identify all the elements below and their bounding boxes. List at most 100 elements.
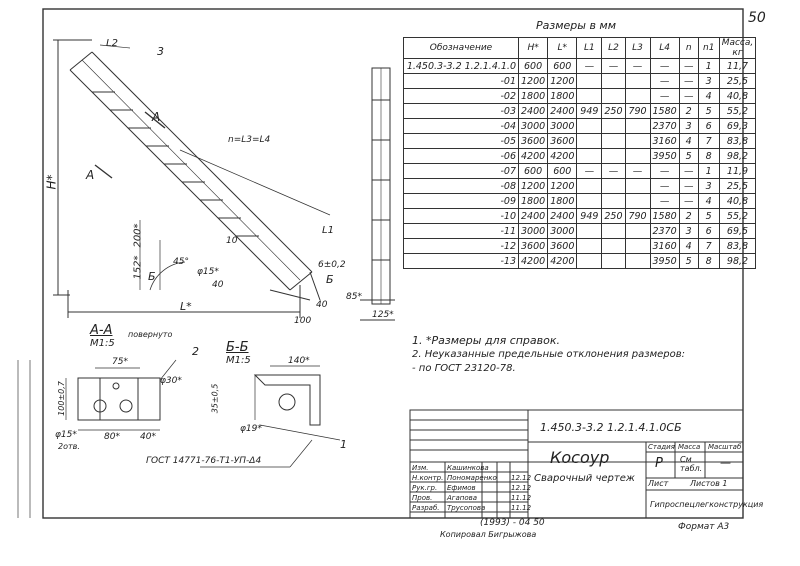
section-mark-a-top: A bbox=[152, 110, 161, 124]
section-aa-scale: М1:5 bbox=[90, 338, 115, 349]
table-cell bbox=[576, 178, 603, 194]
table-cell: 3600 bbox=[547, 133, 578, 149]
table-cell: 98,2 bbox=[718, 253, 757, 269]
table-cell: 2400 bbox=[547, 208, 578, 224]
table-cell: — bbox=[649, 178, 680, 194]
table-cell: 55,2 bbox=[718, 208, 757, 224]
table-cell: 83,8 bbox=[718, 238, 757, 254]
table-cell: 5 bbox=[697, 208, 720, 224]
table-cell: 3950 bbox=[649, 148, 680, 164]
table-cell: 40,8 bbox=[718, 193, 757, 209]
table-cell: 4200 bbox=[547, 148, 578, 164]
table-cell: 790 bbox=[624, 103, 651, 119]
table-cell: 3000 bbox=[547, 118, 578, 134]
table-cell bbox=[576, 118, 603, 134]
table-cell: 40,8 bbox=[718, 88, 757, 104]
section-bb-d19: φ19* bbox=[240, 424, 262, 434]
table-header-cell: L* bbox=[547, 37, 578, 59]
doc-name: Косоур bbox=[550, 448, 610, 467]
table-cell: 4 bbox=[697, 88, 720, 104]
table-cell: 1800 bbox=[517, 193, 549, 209]
table-cell: 949 bbox=[576, 208, 603, 224]
sheet-format: Формат А3 bbox=[678, 522, 730, 532]
table-cell: 949 bbox=[576, 103, 603, 119]
note-2: 2. Неуказанные предельные отклонения раз… bbox=[412, 349, 686, 360]
table-cell: 600 bbox=[517, 163, 549, 179]
table-header-cell: L1 bbox=[576, 37, 603, 59]
table-cell: 8 bbox=[697, 253, 720, 269]
table-caption: Размеры в мм bbox=[536, 19, 617, 32]
table-cell: -03 bbox=[403, 103, 519, 119]
table-cell: — bbox=[678, 73, 699, 89]
table-cell bbox=[576, 88, 603, 104]
table-header-cell: H* bbox=[517, 37, 549, 59]
signature-date: 11.12 bbox=[511, 494, 532, 502]
table-cell: 1200 bbox=[517, 73, 549, 89]
table-cell: 1200 bbox=[547, 73, 578, 89]
signature-role: Пров. bbox=[412, 494, 433, 502]
table-cell: 3 bbox=[697, 178, 720, 194]
section-aa bbox=[65, 359, 177, 431]
table-cell: 25,5 bbox=[718, 178, 757, 194]
table-cell: — bbox=[601, 163, 626, 179]
table-cell: -07 bbox=[403, 163, 519, 179]
dim-125: 125* bbox=[372, 310, 394, 320]
callout-2: 2 bbox=[192, 345, 199, 358]
table-cell: 7 bbox=[697, 238, 720, 254]
scale-header: Масштаб bbox=[708, 443, 742, 451]
table-cell bbox=[624, 253, 651, 269]
table-cell bbox=[576, 148, 603, 164]
table-cell: — bbox=[678, 178, 699, 194]
table-cell: — bbox=[649, 58, 680, 74]
dim-200: 200* bbox=[132, 223, 144, 248]
table-cell: 55,2 bbox=[718, 103, 757, 119]
table-cell: 600 bbox=[547, 163, 578, 179]
signature-role: Разраб. bbox=[412, 504, 440, 512]
table-cell: — bbox=[678, 193, 699, 209]
doc-code: 1.450.3-3.2 1.2.1.4.1.0СБ bbox=[540, 421, 682, 434]
section-bb-scale: М1:5 bbox=[226, 355, 251, 366]
table-cell: -12 bbox=[403, 238, 519, 254]
table-cell bbox=[624, 178, 651, 194]
section-mark-b-right: Б bbox=[326, 273, 334, 286]
section-aa-d100: 100±0,7 bbox=[56, 381, 66, 416]
section-bb-d140: 140* bbox=[288, 356, 310, 366]
section-aa-d75: 75* bbox=[112, 357, 128, 367]
table-cell bbox=[576, 238, 603, 254]
table-cell: — bbox=[624, 163, 651, 179]
table-cell bbox=[601, 118, 626, 134]
table-cell: 3950 bbox=[649, 253, 680, 269]
signature-name: Трусопова bbox=[447, 504, 486, 512]
dim-10: 10 bbox=[226, 236, 238, 246]
table-cell bbox=[601, 88, 626, 104]
table-cell: 2400 bbox=[547, 103, 578, 119]
dim-100: 100 bbox=[294, 316, 312, 326]
doc-subname: Сварочный чертеж bbox=[534, 473, 635, 484]
callout-1: 1 bbox=[340, 438, 347, 451]
table-cell: 6 bbox=[697, 223, 720, 239]
table-cell: — bbox=[678, 58, 699, 74]
table-cell bbox=[624, 133, 651, 149]
table-cell: 2 bbox=[678, 103, 699, 119]
table-cell bbox=[576, 73, 603, 89]
table-cell bbox=[601, 178, 626, 194]
signature-name: Кашинкова bbox=[447, 464, 489, 472]
table-cell: 4200 bbox=[547, 253, 578, 269]
table-cell: 1580 bbox=[649, 103, 680, 119]
table-header-cell: n bbox=[678, 37, 699, 59]
table-cell: 5 bbox=[678, 253, 699, 269]
table-cell: 4200 bbox=[517, 148, 549, 164]
table-cell: 4 bbox=[697, 193, 720, 209]
dim-l2: L2 bbox=[106, 38, 118, 49]
table-cell: 3 bbox=[678, 223, 699, 239]
table-cell: 250 bbox=[601, 208, 626, 224]
section-aa-d15: φ15* bbox=[55, 430, 77, 440]
table-cell: 250 bbox=[601, 103, 626, 119]
table-cell bbox=[601, 238, 626, 254]
callout-3: 3 bbox=[157, 45, 164, 58]
